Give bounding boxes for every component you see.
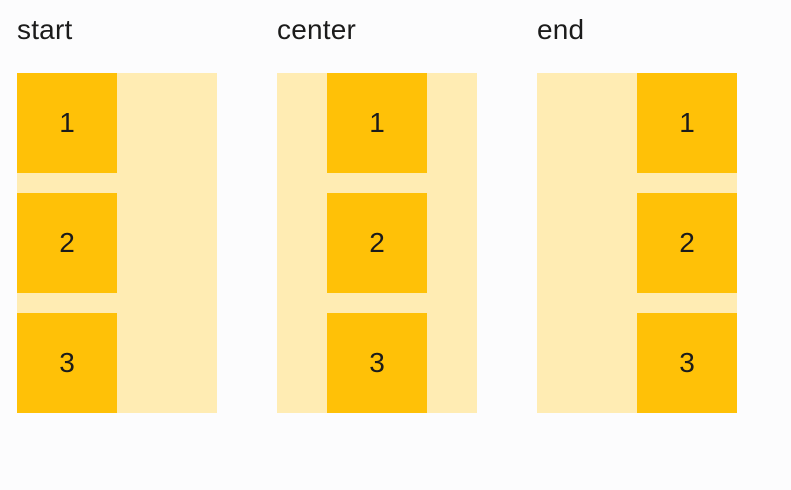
flex-item-2: 2 [637,193,737,293]
flex-item-1: 1 [17,73,117,173]
demo-start-flex-container: 1 2 3 [17,73,217,413]
flex-item-1: 1 [327,73,427,173]
demo-end-heading: end [537,14,585,45]
demo-center-flex-container: 1 2 3 [277,73,477,413]
flex-item-2: 2 [17,193,117,293]
flex-item-3: 3 [327,313,427,413]
demo-end-flex-container: 1 2 3 [537,73,737,413]
flex-item-3: 3 [637,313,737,413]
demo-align-end: end 1 2 3 [537,10,737,413]
demo-align-center: center 1 2 3 [277,10,477,413]
flex-item-1: 1 [637,73,737,173]
alignment-demos: start 1 2 3 center 1 2 3 end 1 2 3 [17,10,791,413]
flex-item-3: 3 [17,313,117,413]
demo-align-start: start 1 2 3 [17,10,217,413]
flex-item-2: 2 [327,193,427,293]
demo-center-heading: center [277,14,357,45]
demo-start-heading: start [17,14,73,45]
